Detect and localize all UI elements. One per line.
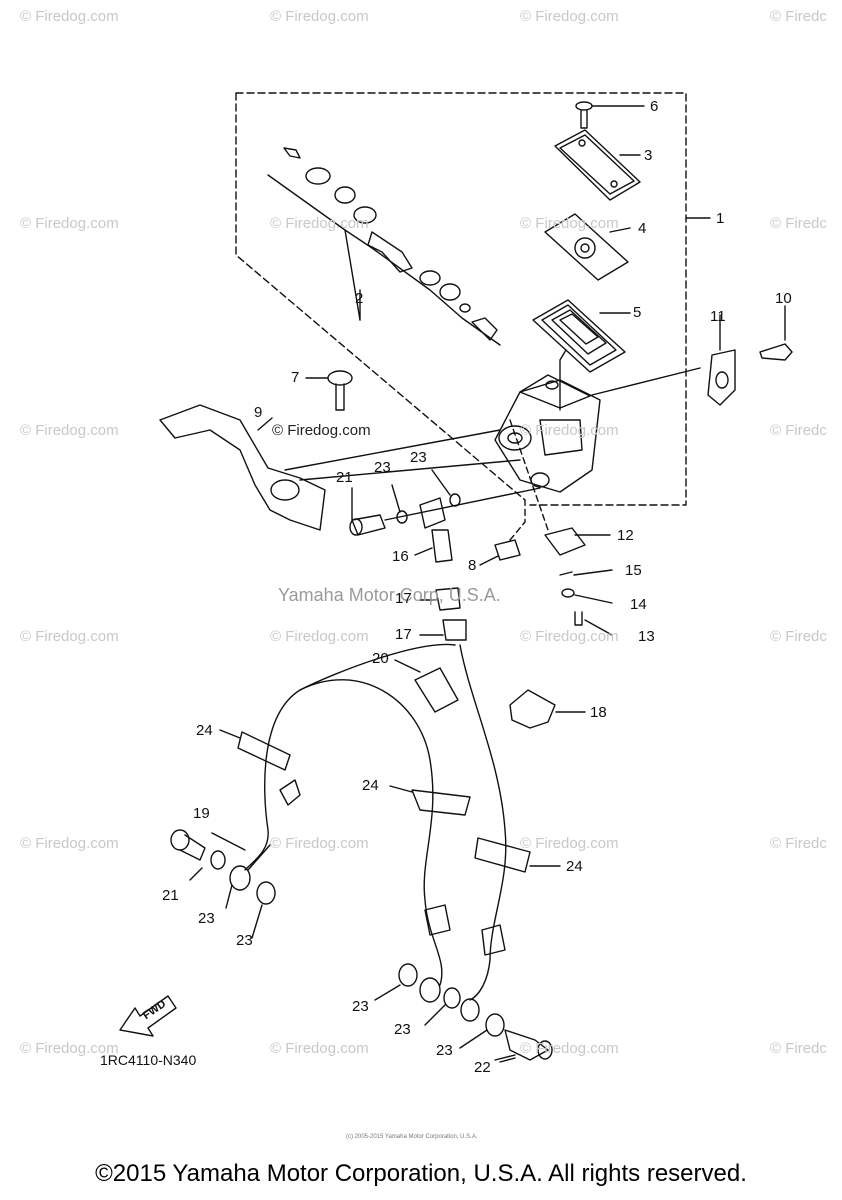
- watermark: © Firedog.com: [520, 422, 619, 439]
- callout-23-e: 23: [352, 998, 369, 1015]
- screw-part-6: [575, 101, 645, 129]
- watermark: © Firedog.com: [270, 1040, 369, 1057]
- fwd-arrow-icon: [119, 995, 177, 1037]
- callout-2: 2: [355, 290, 364, 307]
- watermark: © Firedc: [770, 422, 827, 439]
- clamp-part-24-right: [474, 837, 561, 873]
- watermark: © Firedog.com: [270, 628, 369, 645]
- watermark: © Firedog.com: [520, 8, 619, 25]
- banjo-bolt-part-21-top: [349, 469, 541, 536]
- callout-20: 20: [372, 650, 389, 667]
- watermark: © Firedog.com: [270, 8, 369, 25]
- callout-24-middle: 24: [362, 777, 379, 794]
- callout-15: 15: [625, 562, 642, 579]
- switch-part-12: [509, 419, 613, 636]
- callout-4: 4: [638, 220, 647, 237]
- callout-1: 1: [716, 210, 725, 227]
- watermark: © Firedog.com: [20, 215, 119, 232]
- watermark: © Firedc: [770, 628, 827, 645]
- callout-17-upper: 17: [395, 590, 412, 607]
- watermark: © Firedog.com: [520, 215, 619, 232]
- callout-7: 7: [291, 369, 300, 386]
- banjo-bolt-part-21-lower: [170, 829, 276, 905]
- fine-print-copyright: (c) 2005-2015 Yamaha Motor Corporation, …: [346, 1134, 478, 1140]
- lever-part-9: [159, 404, 521, 531]
- callout-21-top: 21: [336, 469, 353, 486]
- assembly-boundary: [235, 92, 687, 506]
- piston-kit-part-2: [267, 147, 501, 346]
- callout-21-lower: 21: [162, 887, 179, 904]
- inline-watermark: © Firedog.com: [272, 422, 371, 439]
- clamp-part-11: [707, 314, 736, 406]
- callout-16: 16: [392, 548, 409, 565]
- callout-23-b: 23: [410, 449, 427, 466]
- watermark: © Firedog.com: [270, 215, 369, 232]
- callout-10: 10: [775, 290, 792, 307]
- watermark: © Firedog.com: [270, 835, 369, 852]
- bolt-part-10: [591, 305, 793, 396]
- watermark: © Firedog.com: [520, 628, 619, 645]
- pivot-bolt-part-7: [305, 370, 353, 411]
- diaphragm-part-5: [532, 299, 631, 373]
- callout-23-g: 23: [436, 1042, 453, 1059]
- plate-part-4: [544, 213, 631, 281]
- watermark: © Firedog.com: [20, 835, 119, 852]
- callout-9: 9: [254, 404, 263, 421]
- callout-23-d: 23: [236, 932, 253, 949]
- clamp-part-24-middle: [389, 785, 471, 816]
- watermark: © Firedog.com: [520, 835, 619, 852]
- callout-24-left: 24: [196, 722, 213, 739]
- master-cylinder-body: [494, 349, 601, 493]
- callout-13: 13: [638, 628, 655, 645]
- watermark: © Firedc: [770, 835, 827, 852]
- nut-part-8: [479, 499, 526, 566]
- callout-23-a: 23: [374, 459, 391, 476]
- watermark: © Firedc: [770, 8, 827, 25]
- banjo-fitting-part-16: [414, 497, 453, 563]
- callout-18: 18: [590, 704, 607, 721]
- watermark: © Firedog.com: [20, 8, 119, 25]
- callout-11: 11: [710, 308, 726, 325]
- callout-17-lower: 17: [395, 626, 412, 643]
- copyright-footer: ©2015 Yamaha Motor Corporation, U.S.A. A…: [95, 1160, 747, 1187]
- leader-lines: [189, 832, 516, 1063]
- watermark: © Firedog.com: [20, 1040, 119, 1057]
- watermark: © Firedog.com: [20, 422, 119, 439]
- callout-3: 3: [644, 147, 653, 164]
- callout-14: 14: [630, 596, 647, 613]
- callout-23-f: 23: [394, 1021, 411, 1038]
- callout-6: 6: [650, 98, 659, 115]
- callout-8: 8: [468, 557, 477, 574]
- cap-part-3: [554, 129, 641, 201]
- brake-hose: [244, 643, 507, 1001]
- callout-5: 5: [633, 304, 642, 321]
- watermark: © Firedog.com: [520, 1040, 619, 1057]
- callout-24-right: 24: [566, 858, 583, 875]
- sleeve-part-20: [394, 659, 459, 713]
- hose-fittings-lower: [398, 904, 506, 1037]
- callout-22: 22: [474, 1059, 491, 1076]
- callout-12: 12: [617, 527, 634, 544]
- watermark: © Firedc: [770, 215, 827, 232]
- watermark: © Firedog.com: [20, 628, 119, 645]
- callout-23-c: 23: [198, 910, 215, 927]
- watermark: © Firedc: [770, 1040, 827, 1057]
- holder-part-18: [509, 689, 586, 729]
- part-code: 1RC4110-N340: [100, 1052, 197, 1068]
- protector-part-17: [419, 587, 467, 641]
- banjo-bolt-part-22: [494, 1029, 553, 1061]
- clamp-part-24-left: [219, 729, 301, 806]
- callout-19: 19: [193, 805, 210, 822]
- yamaha-watermark: Yamaha Motor Corp, U.S.A.: [278, 585, 501, 605]
